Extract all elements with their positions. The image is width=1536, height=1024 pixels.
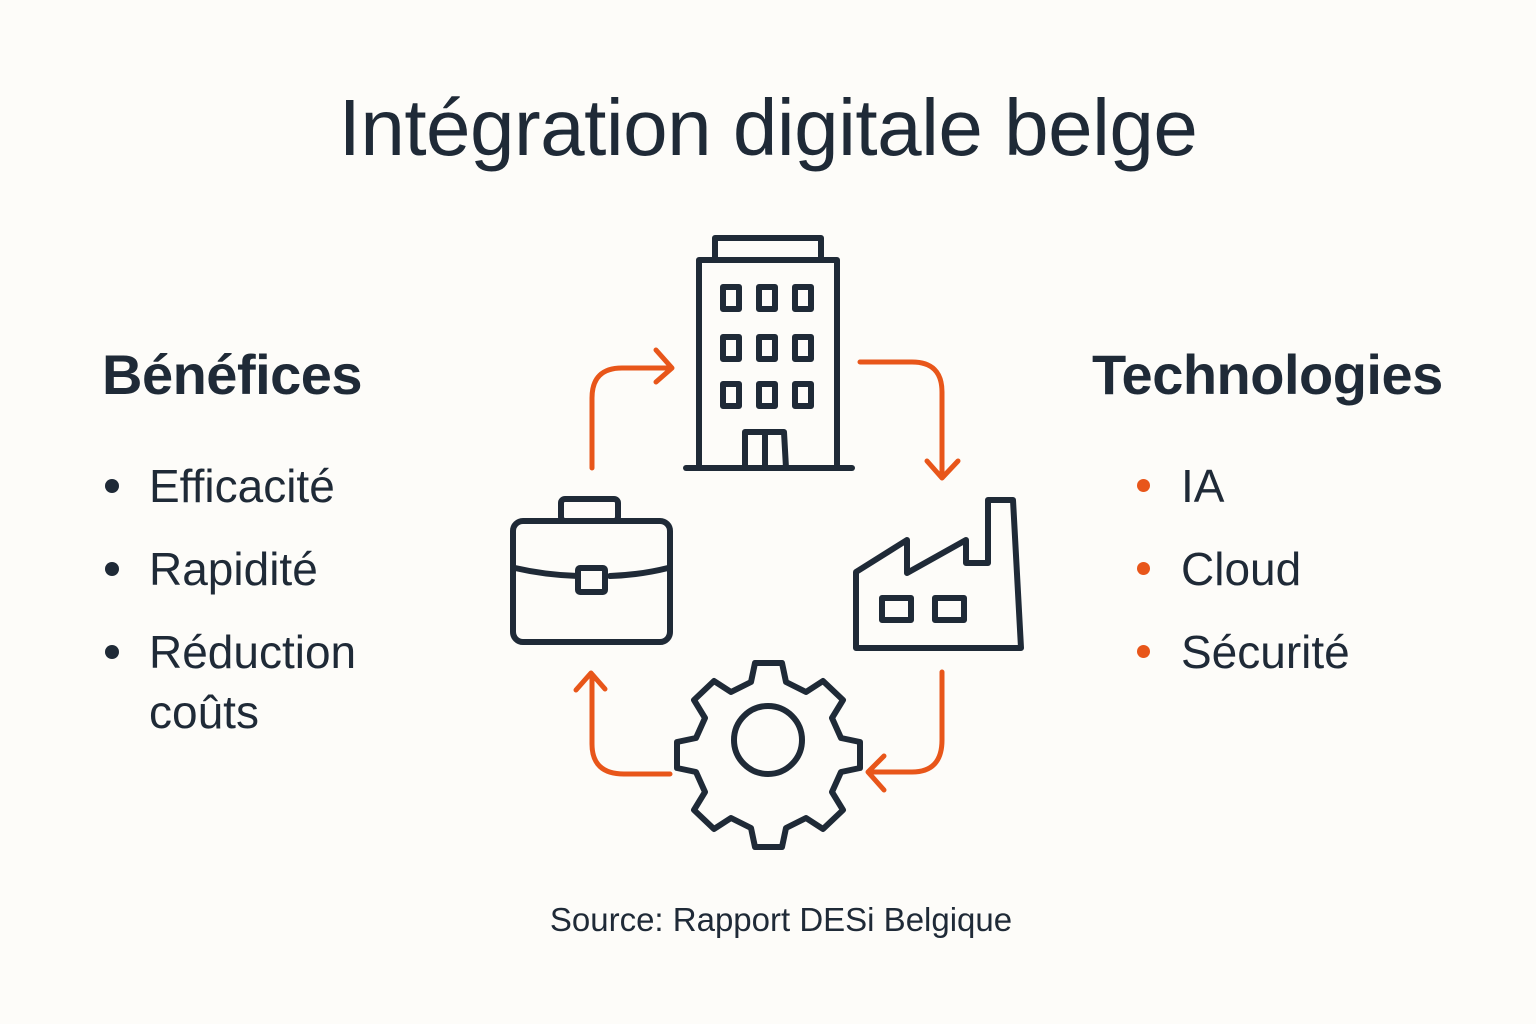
benefit-item: Efficacité	[103, 456, 423, 516]
technology-item: Sécurité	[1135, 622, 1455, 682]
benefit-label: Efficacité	[149, 460, 335, 512]
bullet-icon	[1137, 479, 1150, 492]
bullet-icon	[1137, 562, 1150, 575]
benefit-label: Réduction coûts	[149, 626, 357, 738]
cycle-arrows	[573, 347, 961, 793]
page-title: Intégration digitale belge	[338, 83, 1198, 172]
technology-item: Cloud	[1135, 539, 1455, 599]
technology-label: Sécurité	[1181, 626, 1350, 678]
arrow-down-icon	[857, 359, 961, 481]
arrow-left-icon	[865, 669, 945, 793]
technologies-heading: Technologies	[1092, 343, 1443, 406]
technology-label: Cloud	[1181, 543, 1302, 595]
bullet-icon	[105, 479, 119, 493]
bullet-icon	[105, 562, 119, 576]
benefit-label: Rapidité	[149, 543, 318, 595]
arrow-right-icon	[589, 347, 675, 471]
bullet-icon	[1137, 645, 1150, 658]
arrow-up-icon	[573, 670, 673, 777]
bullet-icon	[105, 645, 119, 659]
office-building-icon	[683, 235, 855, 471]
source-caption: Source: Rapport DESi Belgique	[549, 901, 1013, 938]
benefits-list: Efficacité Rapidité Réduction coûts	[103, 456, 423, 765]
technology-label: IA	[1181, 460, 1225, 512]
benefit-item: Réduction coûts	[103, 622, 423, 742]
briefcase-icon	[510, 496, 673, 645]
benefit-item: Rapidité	[103, 539, 423, 599]
gear-icon	[674, 660, 863, 850]
benefits-heading: Bénéfices	[102, 343, 363, 406]
technology-item: IA	[1135, 456, 1455, 516]
factory-icon	[853, 497, 1024, 651]
technologies-list: IA Cloud Sécurité	[1135, 456, 1455, 705]
